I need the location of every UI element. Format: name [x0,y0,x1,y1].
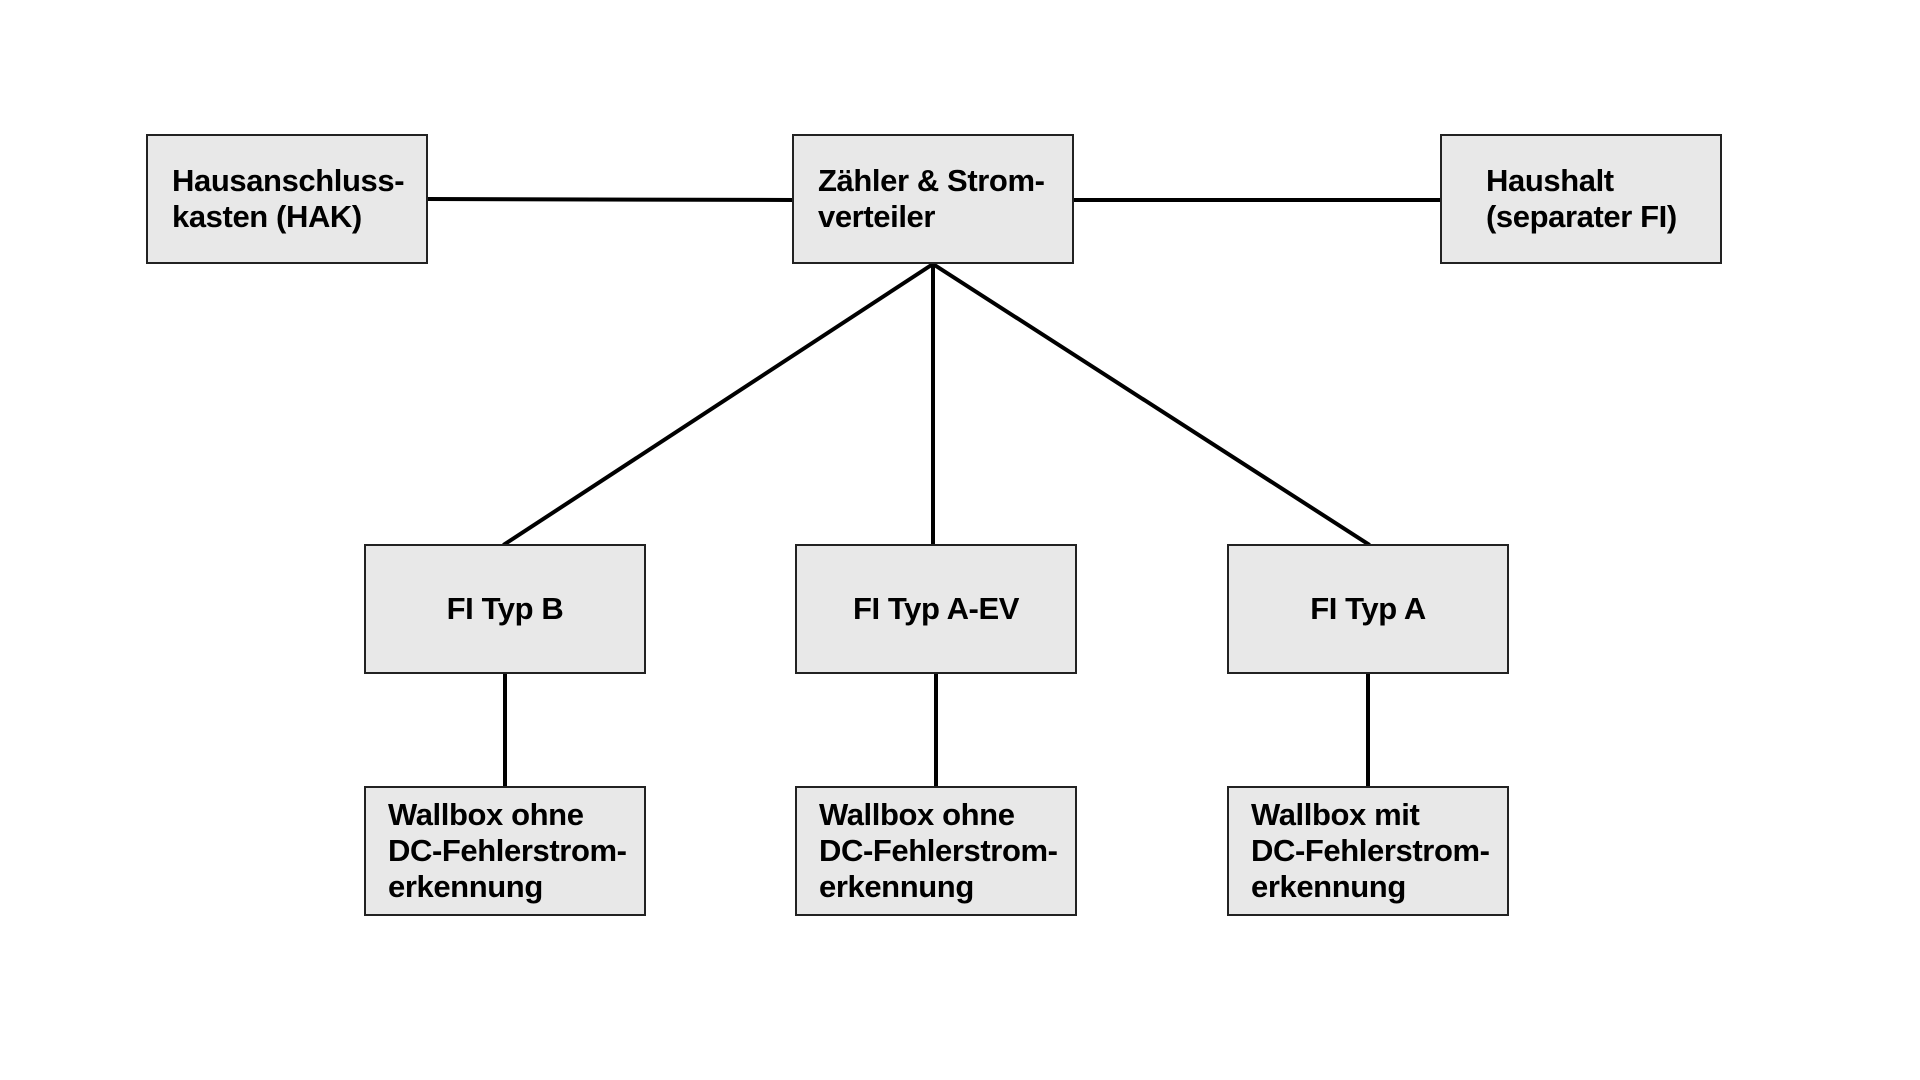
node-label: Zähler & Strom- verteiler [818,163,1045,234]
node-zaehler-stromverteiler: Zähler & Strom- verteiler [792,134,1074,264]
edge-hak-zaehler [425,196,795,203]
node-hausanschlusskasten: Hausanschluss- kasten (HAK) [146,134,428,264]
node-fi-typ-a: FI Typ A [1227,544,1509,674]
node-label: FI Typ B [446,591,564,626]
node-fi-typ-b: FI Typ B [364,544,646,674]
node-label: FI Typ A [1310,591,1426,626]
node-label: Wallbox mit DC-Fehlerstrom- erkennung [1251,797,1490,904]
edge-zaehler-fi-typ-b [502,261,936,547]
node-label: Wallbox ohne DC-Fehlerstrom- erkennung [819,797,1058,904]
node-wallbox-ohne-dc-1: Wallbox ohne DC-Fehlerstrom- erkennung [364,786,646,916]
node-label: Haushalt (separater FI) [1486,163,1677,234]
node-label: FI Typ A-EV [852,591,1020,626]
node-label: Hausanschluss- kasten (HAK) [172,163,405,234]
node-wallbox-ohne-dc-2: Wallbox ohne DC-Fehlerstrom- erkennung [795,786,1077,916]
node-haushalt: Haushalt (separater FI) [1440,134,1722,264]
node-wallbox-mit-dc: Wallbox mit DC-Fehlerstrom- erkennung [1227,786,1509,916]
node-label: Wallbox ohne DC-Fehlerstrom- erkennung [388,797,627,904]
edge-zaehler-fi-typ-a [930,261,1371,547]
node-fi-typ-a-ev: FI Typ A-EV [795,544,1077,674]
